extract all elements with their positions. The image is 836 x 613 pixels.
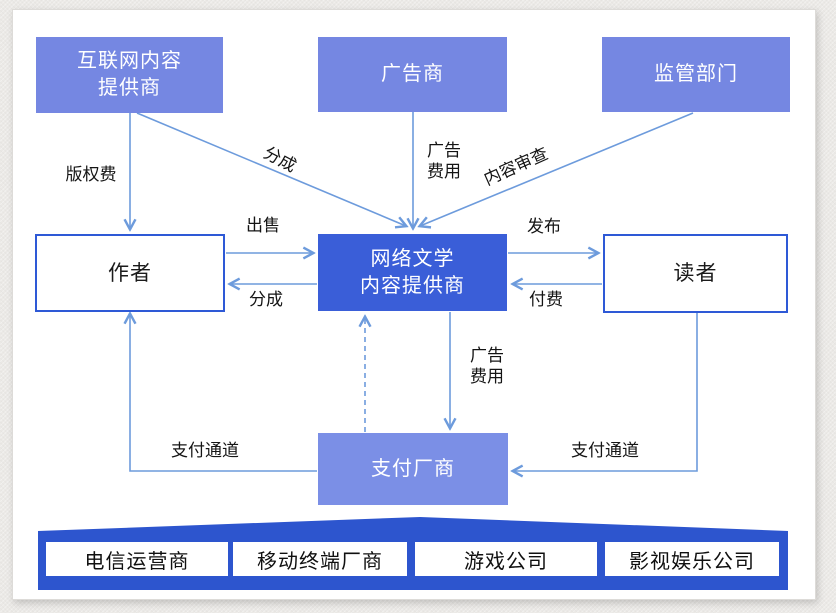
edge-label-pay: 付费 bbox=[529, 290, 563, 309]
edge-label-publish: 发布 bbox=[527, 217, 561, 236]
edge-label-payment-channel-right: 支付通道 bbox=[571, 441, 639, 460]
node-reader: 读者 bbox=[603, 234, 788, 313]
banner-item-game-company: 游戏公司 bbox=[415, 542, 597, 576]
banner-item-telecom-operator: 电信运营商 bbox=[46, 542, 228, 576]
edge-label-share-lower: 分成 bbox=[249, 290, 283, 309]
edge-content-review-line bbox=[420, 112, 694, 226]
edge-payment-channel-left-line bbox=[130, 314, 317, 472]
edge-label-sell: 出售 bbox=[246, 216, 280, 235]
edge-payment-channel-right-line bbox=[513, 310, 698, 471]
node-internet-content-provider: 互联网内容 提供商 bbox=[36, 37, 223, 113]
edge-label-ad-fee-lower: 广告 费用 bbox=[470, 346, 504, 386]
edge-label-copyright-fee: 版权费 bbox=[65, 165, 117, 184]
edge-label-ad-fee-top: 广告 费用 bbox=[427, 141, 461, 181]
edge-label-payment-channel-left: 支付通道 bbox=[171, 441, 239, 460]
node-regulator: 监管部门 bbox=[602, 37, 790, 112]
node-payment-vendor: 支付厂商 bbox=[318, 433, 508, 505]
node-author: 作者 bbox=[35, 234, 225, 312]
node-advertiser: 广告商 bbox=[318, 37, 507, 112]
banner-item-film-entertainment-company: 影视娱乐公司 bbox=[605, 542, 779, 576]
edge-share-upper-line bbox=[136, 112, 406, 226]
banner-item-mobile-terminal-maker: 移动终端厂商 bbox=[233, 542, 407, 576]
node-online-literature-provider: 网络文学 内容提供商 bbox=[318, 234, 507, 311]
